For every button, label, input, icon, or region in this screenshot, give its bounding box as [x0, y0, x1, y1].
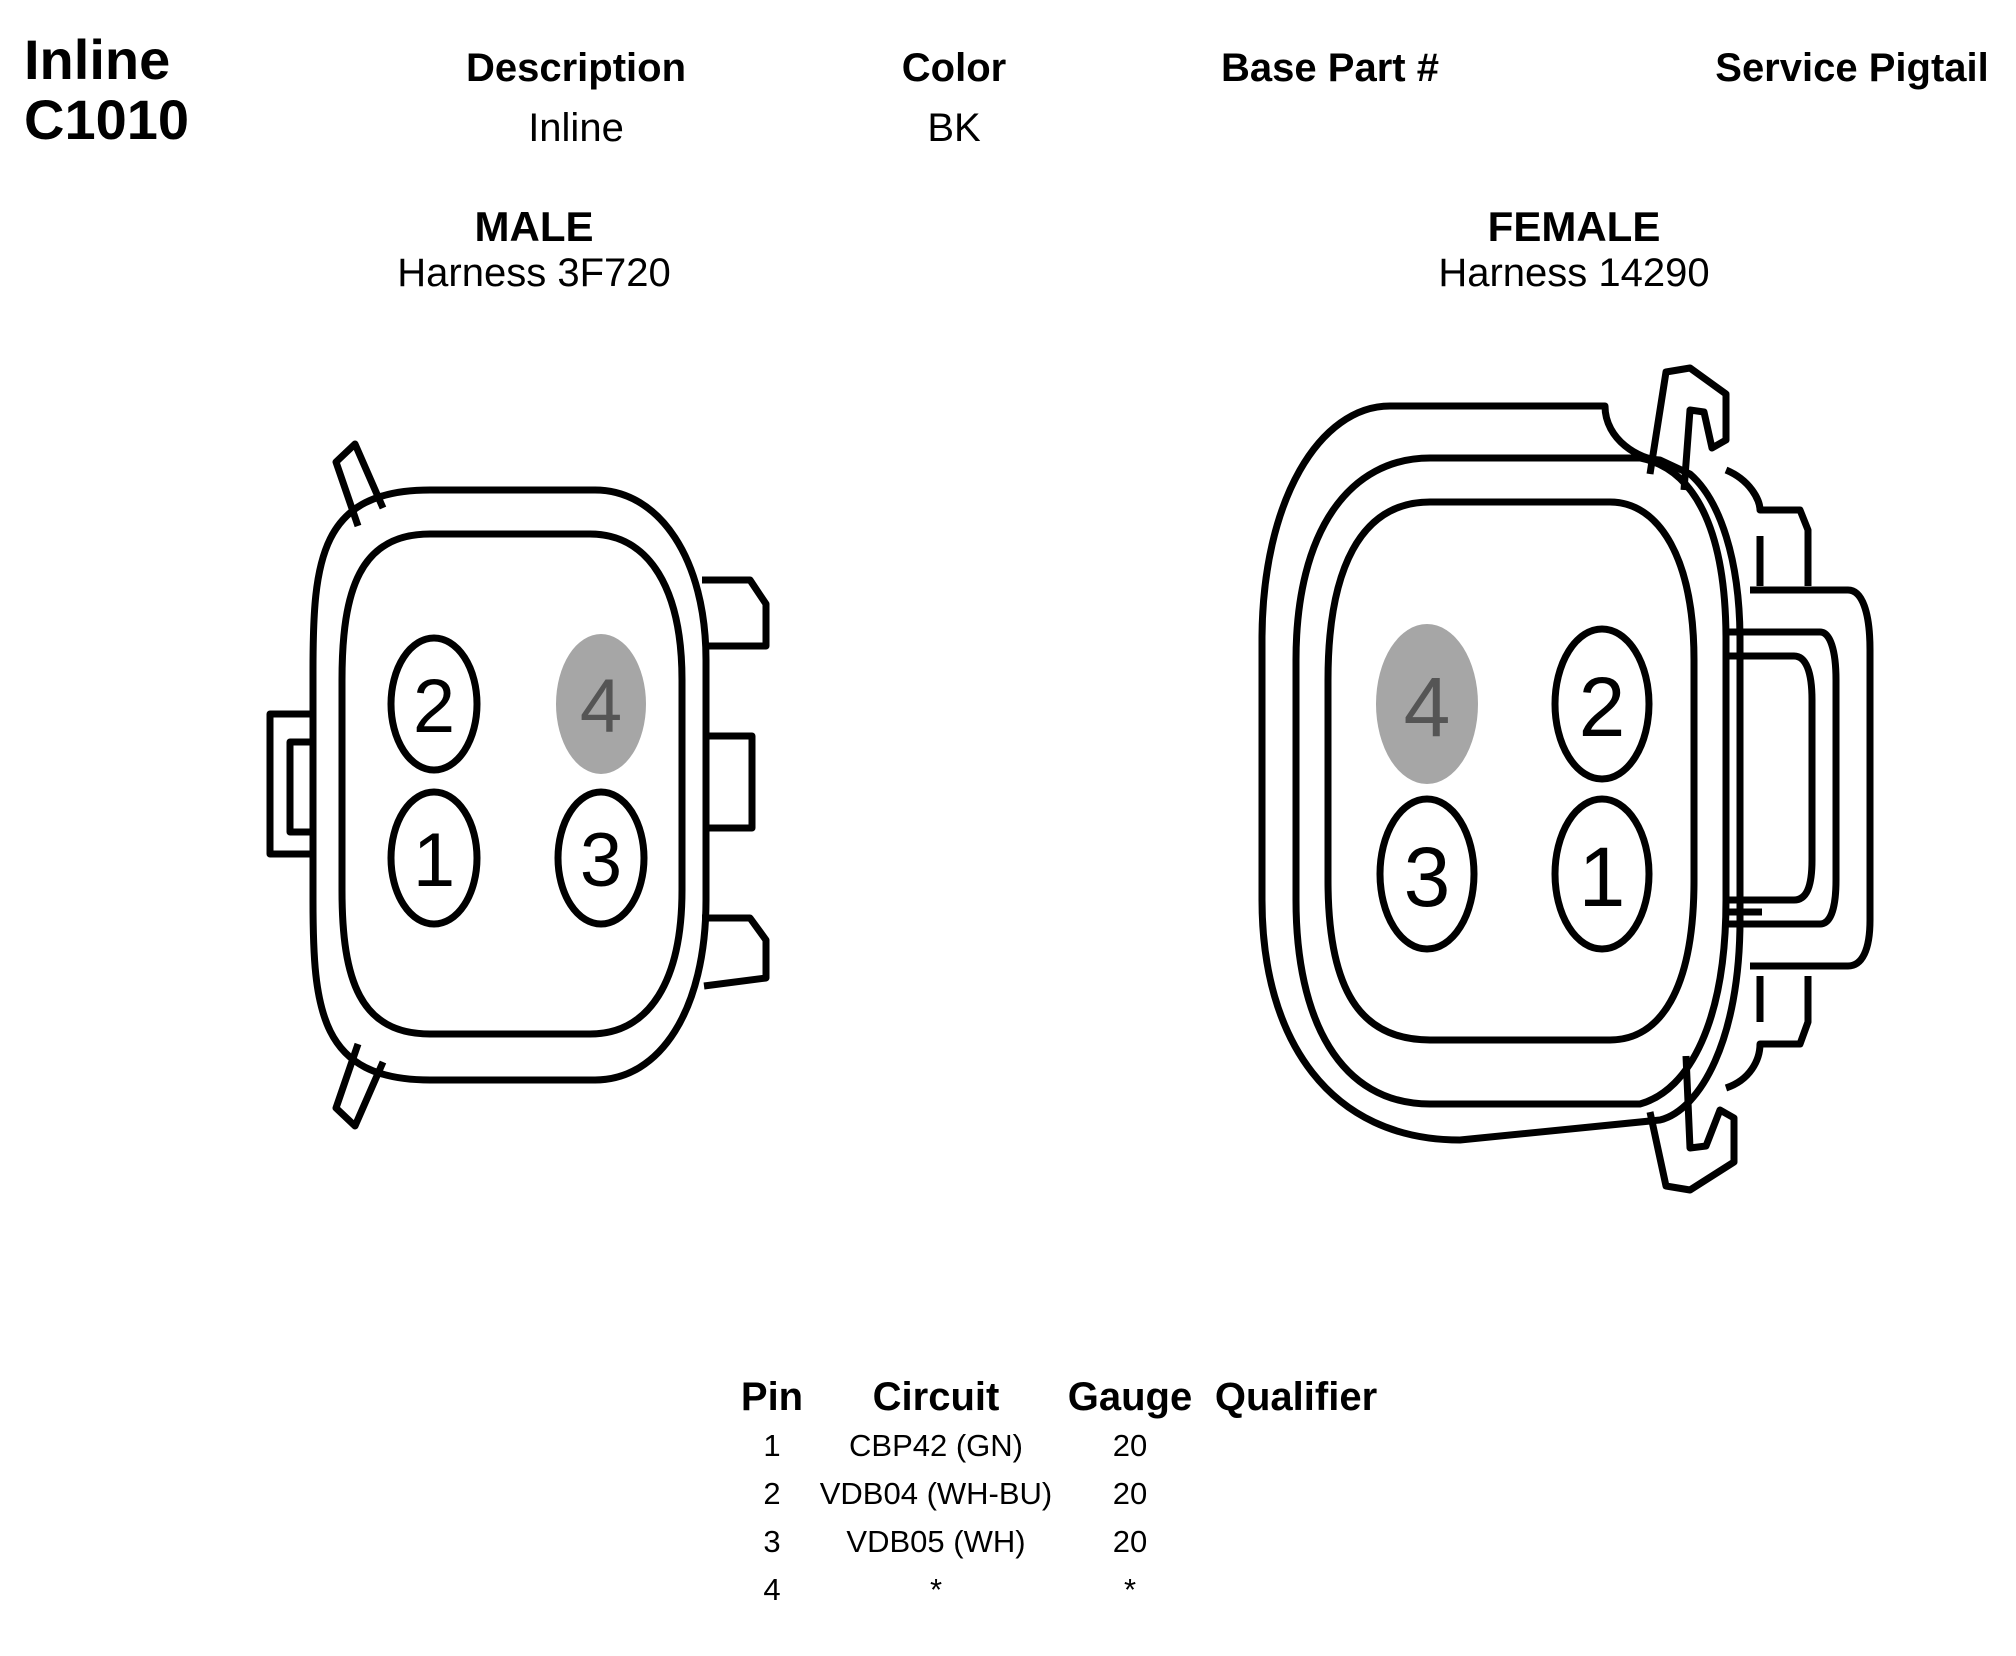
service-pigtail-label: Service Pigtail — [1715, 46, 1989, 90]
male-bottom-latch — [332, 1042, 387, 1130]
connector-identifier: Inline C1010 — [24, 30, 189, 150]
color-label: Color — [901, 46, 1007, 90]
male-pin-4-label: 4 — [580, 664, 622, 749]
table-header-gauge: Gauge — [1067, 1375, 1193, 1419]
table-row-3-pin: 3 — [763, 1524, 781, 1559]
male-right-tab-middle — [706, 732, 756, 832]
male-right-tab-top — [702, 576, 770, 650]
male-left-key — [266, 710, 313, 858]
female-pin-4-label: 4 — [1404, 660, 1451, 754]
table-header-pin: Pin — [740, 1375, 804, 1419]
female-right-clip-outer — [1750, 586, 1874, 970]
male-pin-1-label: 1 — [413, 818, 455, 903]
male-pin-3-label: 3 — [580, 818, 622, 903]
table-header-circuit: Circuit — [872, 1375, 1000, 1419]
female-title: FEMALE — [1487, 203, 1661, 250]
connector-type: Inline — [24, 28, 171, 91]
female-pin-3-label: 3 — [1404, 830, 1451, 924]
female-outer-housing — [1258, 402, 1744, 1144]
male-harness: Harness 3F720 — [397, 251, 671, 295]
male-pin-1: 1 — [387, 788, 481, 928]
female-bottom-latch — [1646, 1055, 1738, 1194]
table-row-1-gauge: 20 — [1112, 1428, 1148, 1463]
table-row-2-circuit: VDB04 (WH-BU) — [819, 1476, 1053, 1511]
male-pin-2: 2 — [387, 634, 481, 774]
female-pin-4: 4 — [1376, 624, 1478, 784]
table-row-2-pin: 2 — [763, 1476, 781, 1511]
female-pin-1-label: 1 — [1579, 830, 1626, 924]
color-value: BK — [927, 106, 981, 150]
female-top-latch — [1646, 364, 1730, 491]
male-outer-housing — [309, 486, 710, 1084]
table-row-4-gauge: * — [1123, 1572, 1137, 1607]
male-connector-face — [266, 440, 770, 1130]
table-row-4-circuit: * — [929, 1572, 943, 1607]
male-top-latch — [332, 440, 387, 528]
female-pin-3: 3 — [1376, 795, 1478, 953]
female-pin-2-label: 2 — [1579, 660, 1626, 754]
connector-id: C1010 — [24, 88, 190, 151]
table-row-1-pin: 1 — [763, 1428, 781, 1463]
male-pin-4: 4 — [556, 634, 646, 774]
female-side-rail — [1724, 466, 1812, 586]
female-pin-1: 1 — [1551, 795, 1653, 953]
table-row-4-pin: 4 — [763, 1572, 781, 1607]
table-row-3-gauge: 20 — [1112, 1524, 1148, 1559]
base-part-label: Base Part # — [1221, 46, 1439, 90]
table-header-qualifier: Qualifier — [1214, 1375, 1378, 1419]
female-harness: Harness 14290 — [1438, 251, 1710, 295]
table-row-3-circuit: VDB05 (WH) — [846, 1524, 1026, 1559]
male-pin-2-label: 2 — [413, 664, 455, 749]
female-right-clip-inner — [1726, 628, 1840, 928]
female-inner-cavity — [1324, 498, 1698, 1044]
male-right-tab-bottom — [702, 914, 770, 990]
male-inner-cavity — [338, 530, 686, 1038]
table-row-2-gauge: 20 — [1112, 1476, 1148, 1511]
female-pin-2: 2 — [1551, 625, 1653, 783]
male-title: MALE — [474, 203, 594, 250]
male-pin-3: 3 — [554, 788, 648, 928]
female-connector-face — [1258, 364, 1874, 1194]
table-row-1-circuit: CBP42 (GN) — [849, 1428, 1023, 1463]
description-label: Description — [465, 46, 687, 90]
description-value: Inline — [528, 106, 624, 150]
female-middle-rim — [1292, 454, 1730, 1108]
